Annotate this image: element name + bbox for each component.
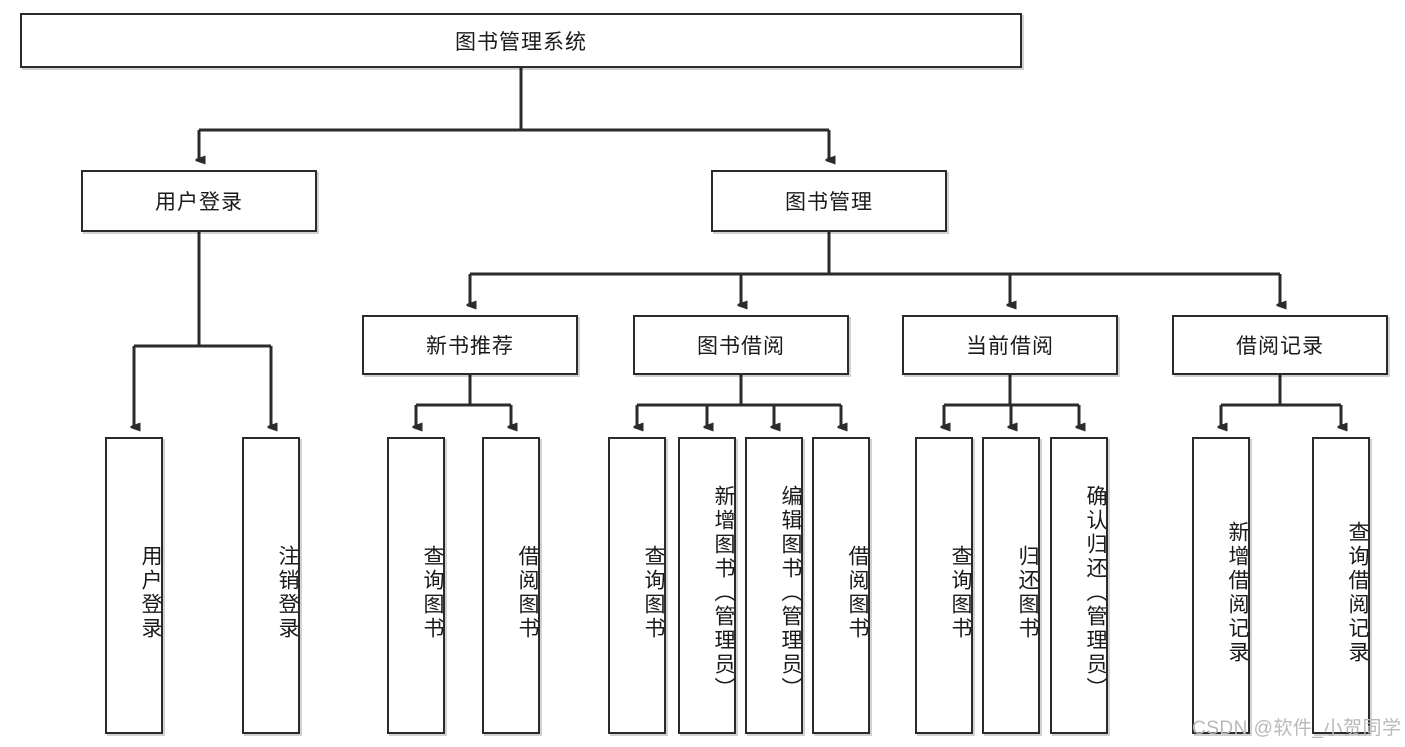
node-leaf-user-login[interactable]: 用户登录 [105, 437, 163, 734]
node-borrow-record[interactable]: 借阅记录 [1172, 315, 1388, 375]
node-root[interactable]: 图书管理系统 [20, 13, 1022, 68]
node-leaf-add-book[interactable]: 新增图书（管理员） [678, 437, 736, 734]
node-leaf-user-logout[interactable]: 注销登录 [242, 437, 300, 734]
node-user-login[interactable]: 用户登录 [81, 170, 317, 232]
watermark-text: CSDN @软件_小贺同学 [1192, 718, 1402, 739]
node-leaf-borrow-book-2[interactable]: 借阅图书 [812, 437, 870, 734]
node-leaf-query-book-1[interactable]: 查询图书 [387, 437, 445, 734]
node-leaf-borrow-book-1[interactable]: 借阅图书 [482, 437, 540, 734]
node-leaf-add-record[interactable]: 新增借阅记录 [1192, 437, 1250, 734]
node-leaf-return-book[interactable]: 归还图书 [982, 437, 1040, 734]
node-book-manage[interactable]: 图书管理 [711, 170, 947, 232]
node-leaf-query-book-3[interactable]: 查询图书 [915, 437, 973, 734]
node-new-book-rec[interactable]: 新书推荐 [362, 315, 578, 375]
node-leaf-query-record[interactable]: 查询借阅记录 [1312, 437, 1370, 734]
node-leaf-confirm-return[interactable]: 确认归还（管理员） [1050, 437, 1108, 734]
node-leaf-query-book-2[interactable]: 查询图书 [608, 437, 666, 734]
node-book-borrow[interactable]: 图书借阅 [633, 315, 849, 375]
node-current-borrow[interactable]: 当前借阅 [902, 315, 1118, 375]
node-leaf-edit-book[interactable]: 编辑图书（管理员） [745, 437, 803, 734]
